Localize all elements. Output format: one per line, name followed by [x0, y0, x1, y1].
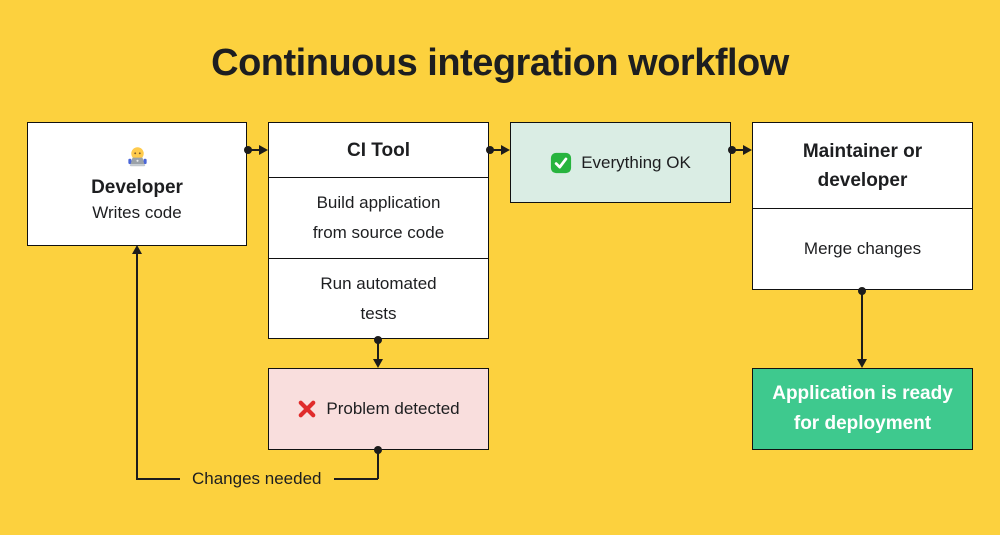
node-maintainer: Maintainer or developer Merge changes	[752, 122, 973, 290]
node-problem-detected-label: Problem detected	[326, 399, 460, 418]
node-developer-subtitle: Writes code	[92, 203, 182, 222]
arrowhead-down-icon	[857, 359, 867, 368]
node-maintainer-title: Maintainer or developer	[802, 140, 923, 191]
node-problem-detected: Problem detected	[268, 368, 489, 450]
node-developer-title: Developer	[91, 177, 183, 198]
node-everything-ok: Everything OK	[510, 122, 731, 203]
node-deployment-ready: Application is ready for deployment	[752, 368, 973, 450]
node-developer: Developer Writes code	[27, 122, 247, 246]
cross-mark-icon	[297, 399, 317, 419]
arrowhead-right-icon	[501, 145, 510, 155]
arrowhead-down-icon	[373, 359, 383, 368]
arrowhead-up-icon	[132, 245, 142, 254]
connector-line	[489, 149, 503, 151]
node-maintainer-action: Merge changes	[753, 208, 972, 289]
connector-line	[377, 449, 379, 479]
node-ci-tool-step-test: Run automated tests	[269, 258, 488, 338]
connector-line	[377, 339, 379, 360]
node-ci-tool-step-build: Build application from source code	[269, 177, 488, 258]
connector-line	[136, 253, 138, 480]
check-mark-icon	[550, 152, 572, 174]
node-deployment-ready-label: Application is ready for deployment	[772, 383, 953, 434]
node-ci-tool: CI Tool Build application from source co…	[268, 122, 489, 339]
arrowhead-right-icon	[743, 145, 752, 155]
edge-label-changes-needed: Changes needed	[180, 467, 334, 491]
connector-line	[247, 149, 261, 151]
technologist-icon	[124, 145, 151, 172]
node-ci-tool-title: CI Tool	[347, 139, 410, 161]
node-everything-ok-label: Everything OK	[581, 152, 691, 172]
arrowhead-right-icon	[259, 145, 268, 155]
page-title: Continuous integration workflow	[211, 42, 789, 84]
connector-line	[861, 290, 863, 360]
connector-line	[731, 149, 745, 151]
